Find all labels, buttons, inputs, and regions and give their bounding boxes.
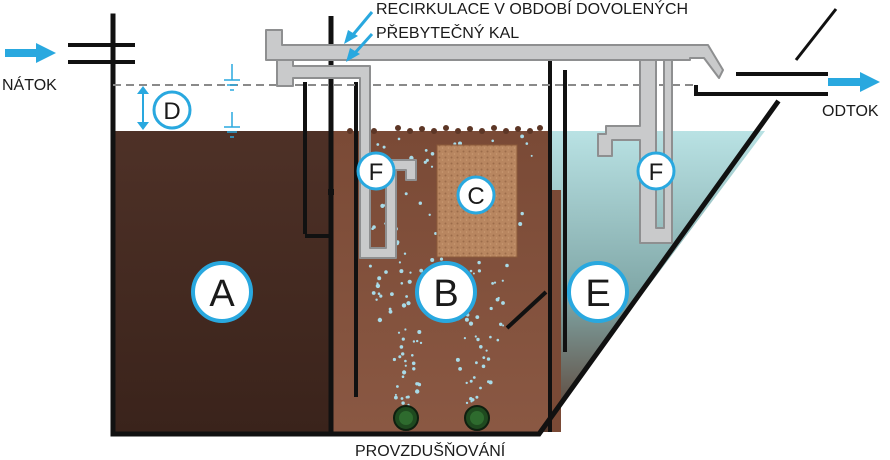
excess-sludge-arrow-icon — [346, 32, 374, 62]
level-span-arrow-icon — [137, 86, 149, 130]
svg-text:A: A — [209, 273, 235, 315]
foam-top — [347, 125, 543, 134]
outflow-label: ODTOK — [822, 103, 879, 120]
recirculation-label: RECIRKULACE V OBDOBÍ DOVOLENÝCH — [376, 0, 688, 18]
sludge-return-diagonal — [505, 290, 548, 330]
water-level-min-icon — [224, 112, 240, 138]
zone-tag-c: C — [456, 175, 496, 215]
svg-text:C: C — [467, 183, 484, 210]
aeration-label: PROVZDUŠŇOVÁNÍ — [355, 441, 506, 460]
inflow-label: NÁTOK — [2, 75, 57, 94]
outflow-arrow-icon — [828, 72, 880, 92]
svg-text:B: B — [433, 273, 458, 315]
svg-text:D: D — [163, 98, 180, 125]
outflow-weir — [794, 8, 838, 61]
svg-text:F: F — [369, 159, 384, 186]
zone-tag-f-left: F — [356, 151, 396, 191]
zone-tag-d: D — [152, 90, 192, 130]
inflow-pipe — [68, 43, 135, 64]
zone-tag-f-right: F — [636, 151, 676, 191]
svg-text:F: F — [649, 159, 664, 186]
tank-walls — [110, 13, 781, 437]
svg-text:E: E — [585, 273, 610, 315]
zone-tag-a: A — [191, 261, 253, 323]
water-level-max-icon — [224, 64, 240, 91]
recirculation-arrow-icon — [344, 11, 374, 44]
air-diffuser-right-icon — [464, 405, 490, 431]
zone-tag-e: E — [567, 261, 629, 323]
zone-e-sludge — [550, 190, 561, 432]
recirculation-pipe — [265, 29, 724, 259]
air-diffuser-left-icon — [393, 405, 419, 431]
zone-tag-b: B — [415, 261, 477, 323]
outflow-pipe — [694, 72, 828, 96]
excess-sludge-label: PŘEBYTEČNÝ KAL — [376, 23, 519, 42]
inflow-arrow-icon — [5, 43, 56, 63]
